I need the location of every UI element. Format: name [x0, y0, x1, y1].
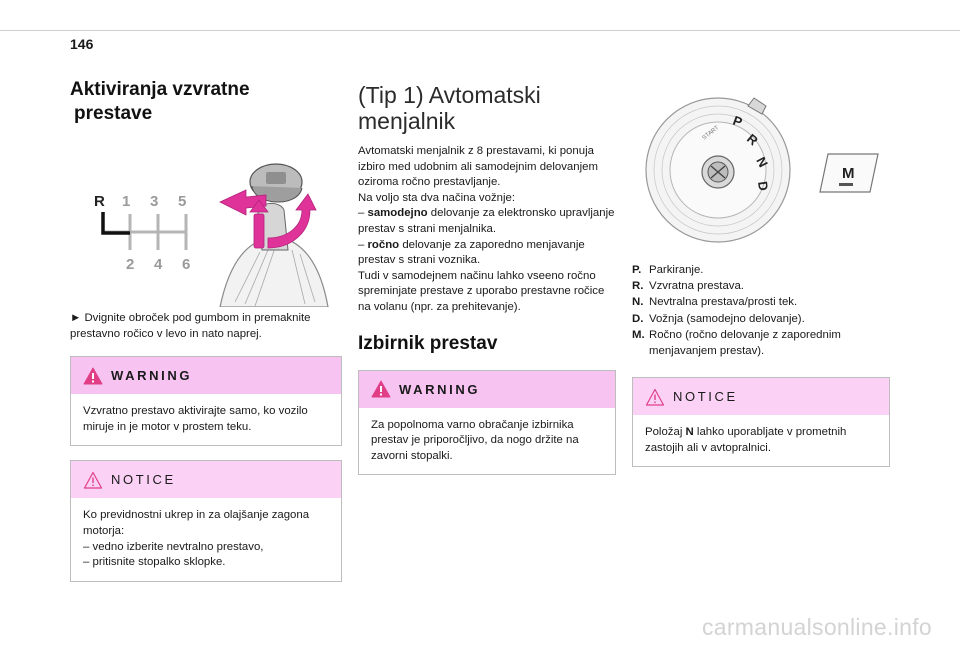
legend-item: P.Parkiranje. — [632, 264, 704, 276]
gear-label-3: 3 — [150, 193, 158, 210]
notice-label: NOTICE — [673, 389, 738, 405]
gear-label-4: 4 — [154, 256, 163, 273]
notice-box-start: NOTICE Ko previdnostni ukrep in za olajš… — [70, 460, 342, 582]
notice-header: NOTICE — [71, 461, 341, 499]
notice-label: NOTICE — [111, 472, 176, 488]
warning-header: WARNING — [359, 370, 615, 408]
notice-box-neutral: NOTICE Položaj N lahko uporabljate v pro… — [632, 377, 890, 468]
gear-label-6: 6 — [182, 256, 190, 273]
section-title-reverse-gear: Aktiviranja vzvratne prestave — [70, 79, 250, 124]
gear-label-5: 5 — [178, 193, 186, 210]
warning-label: WARNING — [111, 368, 193, 384]
column-automatic-gearbox: (Tip 1) Avtomatski menjalnik Avtomatski … — [358, 82, 616, 476]
notice-text: Ko previdnostni ukrep in za olajšanje za… — [83, 509, 310, 569]
legend-item: M.Ročno (ročno delovanje z zaporednim me… — [632, 328, 841, 358]
automatic-description: Avtomatski menjalnik z 8 prestavami, ki … — [358, 145, 615, 313]
warning-header: WARNING — [71, 357, 341, 395]
section-title-automatic: (Tip 1) Avtomatski menjalnik — [358, 82, 541, 134]
warning-label: WARNING — [399, 381, 481, 397]
gear-label-2: 2 — [126, 256, 134, 273]
top-rule — [0, 30, 960, 31]
gear-label-1: 1 — [122, 193, 130, 210]
notice-header: NOTICE — [633, 378, 889, 416]
watermark: carmanualsonline.info — [701, 614, 932, 640]
notice-triangle-icon — [645, 388, 665, 406]
warning-text: Vzvratno prestavo aktivirajte samo, ko v… — [83, 405, 308, 433]
warning-text: Za popolnoma varno obračanje izbirnika p… — [371, 418, 579, 462]
column-reverse-gear: Aktiviranja vzvratne prestave R 1 3 5 2 … — [70, 78, 342, 582]
legend-item: N.Nevtralna prestava/prosti tek. — [632, 296, 798, 309]
gear-legend: P.Parkiranje. R.Vzvratna prestava. N.Nev… — [632, 262, 890, 359]
notice-text: Položaj N lahko uporabljate v prometnih … — [645, 426, 847, 454]
gear-label-r: R — [94, 193, 105, 210]
notice-triangle-icon — [83, 471, 103, 489]
dial-letter-d: D — [755, 180, 771, 191]
legend-item: R.Vzvratna prestava. — [632, 280, 744, 293]
warning-box-reverse: WARNING Vzvratno prestavo aktivirajte sa… — [70, 356, 342, 447]
warning-box-selector: WARNING Za popolnoma varno obračanje izb… — [358, 369, 616, 476]
warning-triangle-icon — [83, 367, 103, 385]
gear-lever-illustration: R 1 3 5 2 4 6 — [94, 163, 329, 307]
reverse-instruction: ► Dvignite obroček pod gumbom in premakn… — [70, 312, 311, 340]
page-number: 146 — [70, 36, 94, 52]
gear-selector-illustration: START P R N D M — [645, 97, 879, 243]
warning-triangle-icon — [371, 380, 391, 398]
column-gear-selector: START P R N D M P.Parkiranje. R.Vzvratna… — [632, 92, 890, 468]
manual-button-label: M — [842, 165, 855, 182]
legend-item: D.Vožnja (samodejno delovanje). — [632, 312, 805, 325]
section-title-gear-selector: Izbirnik prestav — [358, 332, 498, 354]
